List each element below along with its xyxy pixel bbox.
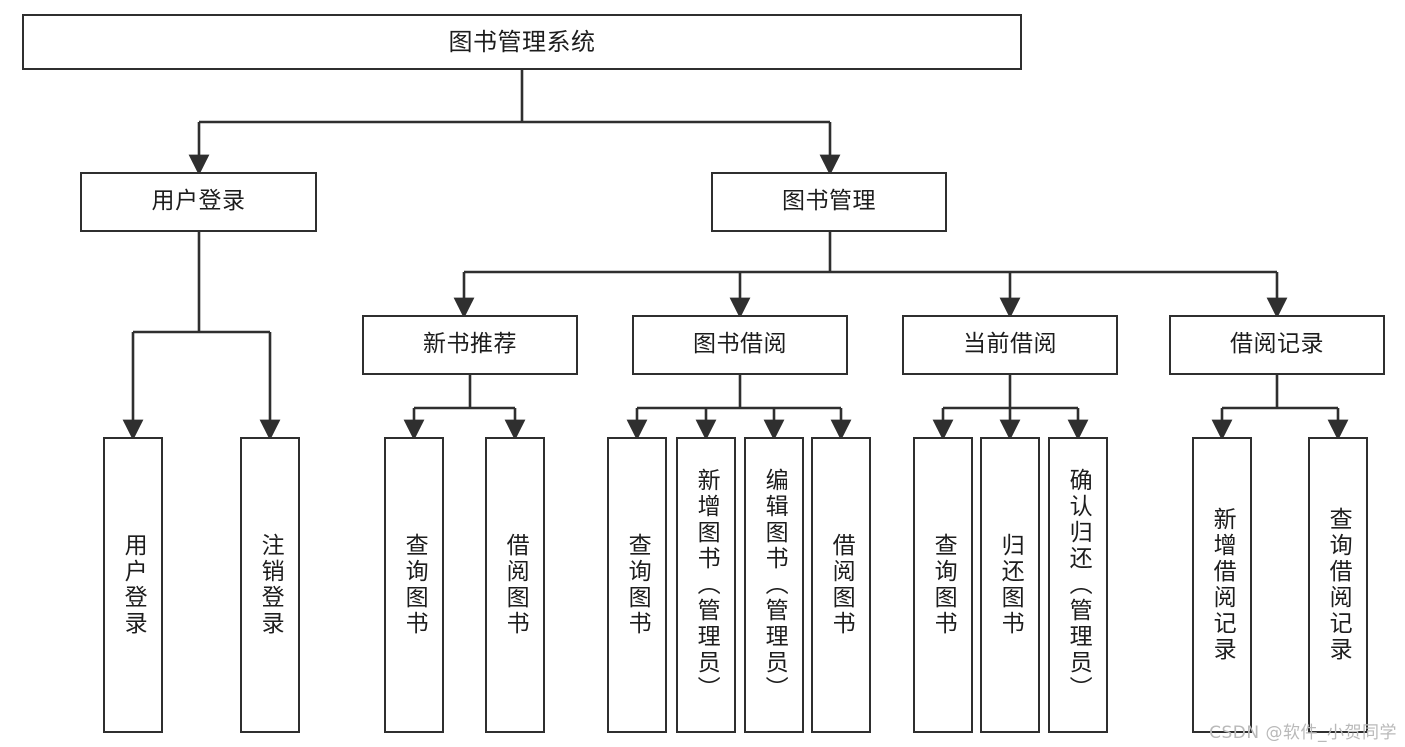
node-label: 归还图书 — [997, 533, 1024, 637]
node-label: 查询借阅记录 — [1325, 507, 1352, 663]
node-leaf-query-book-3[interactable]: 查询图书 — [913, 437, 973, 733]
node-new-book-recommend[interactable]: 新书推荐 — [362, 315, 578, 375]
watermark-text: CSDN @软件_小贺同学 — [1209, 723, 1397, 743]
node-leaf-user-login[interactable]: 用户登录 — [103, 437, 163, 733]
node-label: 图书管理系统 — [448, 27, 596, 56]
node-label: 查询图书 — [624, 533, 651, 637]
node-leaf-add-record[interactable]: 新增借阅记录 — [1192, 437, 1252, 733]
node-borrow-record[interactable]: 借阅记录 — [1169, 315, 1385, 375]
node-label: 查询图书 — [930, 533, 957, 637]
node-user-login[interactable]: 用户登录 — [80, 172, 317, 232]
node-label: 图书管理 — [782, 188, 876, 215]
node-label: 用户登录 — [120, 533, 147, 637]
node-label: 图书借阅 — [693, 331, 787, 358]
node-leaf-logout-login[interactable]: 注销登录 — [240, 437, 300, 733]
node-book-management[interactable]: 图书管理 — [711, 172, 947, 232]
node-current-borrow[interactable]: 当前借阅 — [902, 315, 1118, 375]
node-leaf-query-book-2[interactable]: 查询图书 — [607, 437, 667, 733]
node-leaf-return-book[interactable]: 归还图书 — [980, 437, 1040, 733]
node-leaf-edit-book[interactable]: 编辑图书（管理员） — [744, 437, 804, 733]
node-leaf-borrow-book-2[interactable]: 借阅图书 — [811, 437, 871, 733]
node-label: 确认归还（管理员） — [1065, 468, 1092, 702]
node-leaf-borrow-book-1[interactable]: 借阅图书 — [485, 437, 545, 733]
node-leaf-query-record[interactable]: 查询借阅记录 — [1308, 437, 1368, 733]
node-book-borrow[interactable]: 图书借阅 — [632, 315, 848, 375]
node-label: 新增图书（管理员） — [693, 468, 720, 702]
node-label: 新书推荐 — [423, 331, 517, 358]
node-label: 注销登录 — [257, 533, 284, 637]
node-label: 用户登录 — [151, 188, 246, 215]
node-label: 当前借阅 — [963, 331, 1057, 358]
node-label: 查询图书 — [401, 533, 428, 637]
node-leaf-confirm-return[interactable]: 确认归还（管理员） — [1048, 437, 1108, 733]
node-leaf-query-book-1[interactable]: 查询图书 — [384, 437, 444, 733]
node-leaf-add-book[interactable]: 新增图书（管理员） — [676, 437, 736, 733]
node-label: 新增借阅记录 — [1209, 507, 1236, 663]
node-label: 借阅图书 — [828, 533, 855, 637]
node-label: 编辑图书（管理员） — [761, 468, 788, 702]
node-root-book-management-system[interactable]: 图书管理系统 — [22, 14, 1022, 70]
node-label: 借阅记录 — [1230, 331, 1324, 358]
node-label: 借阅图书 — [502, 533, 529, 637]
